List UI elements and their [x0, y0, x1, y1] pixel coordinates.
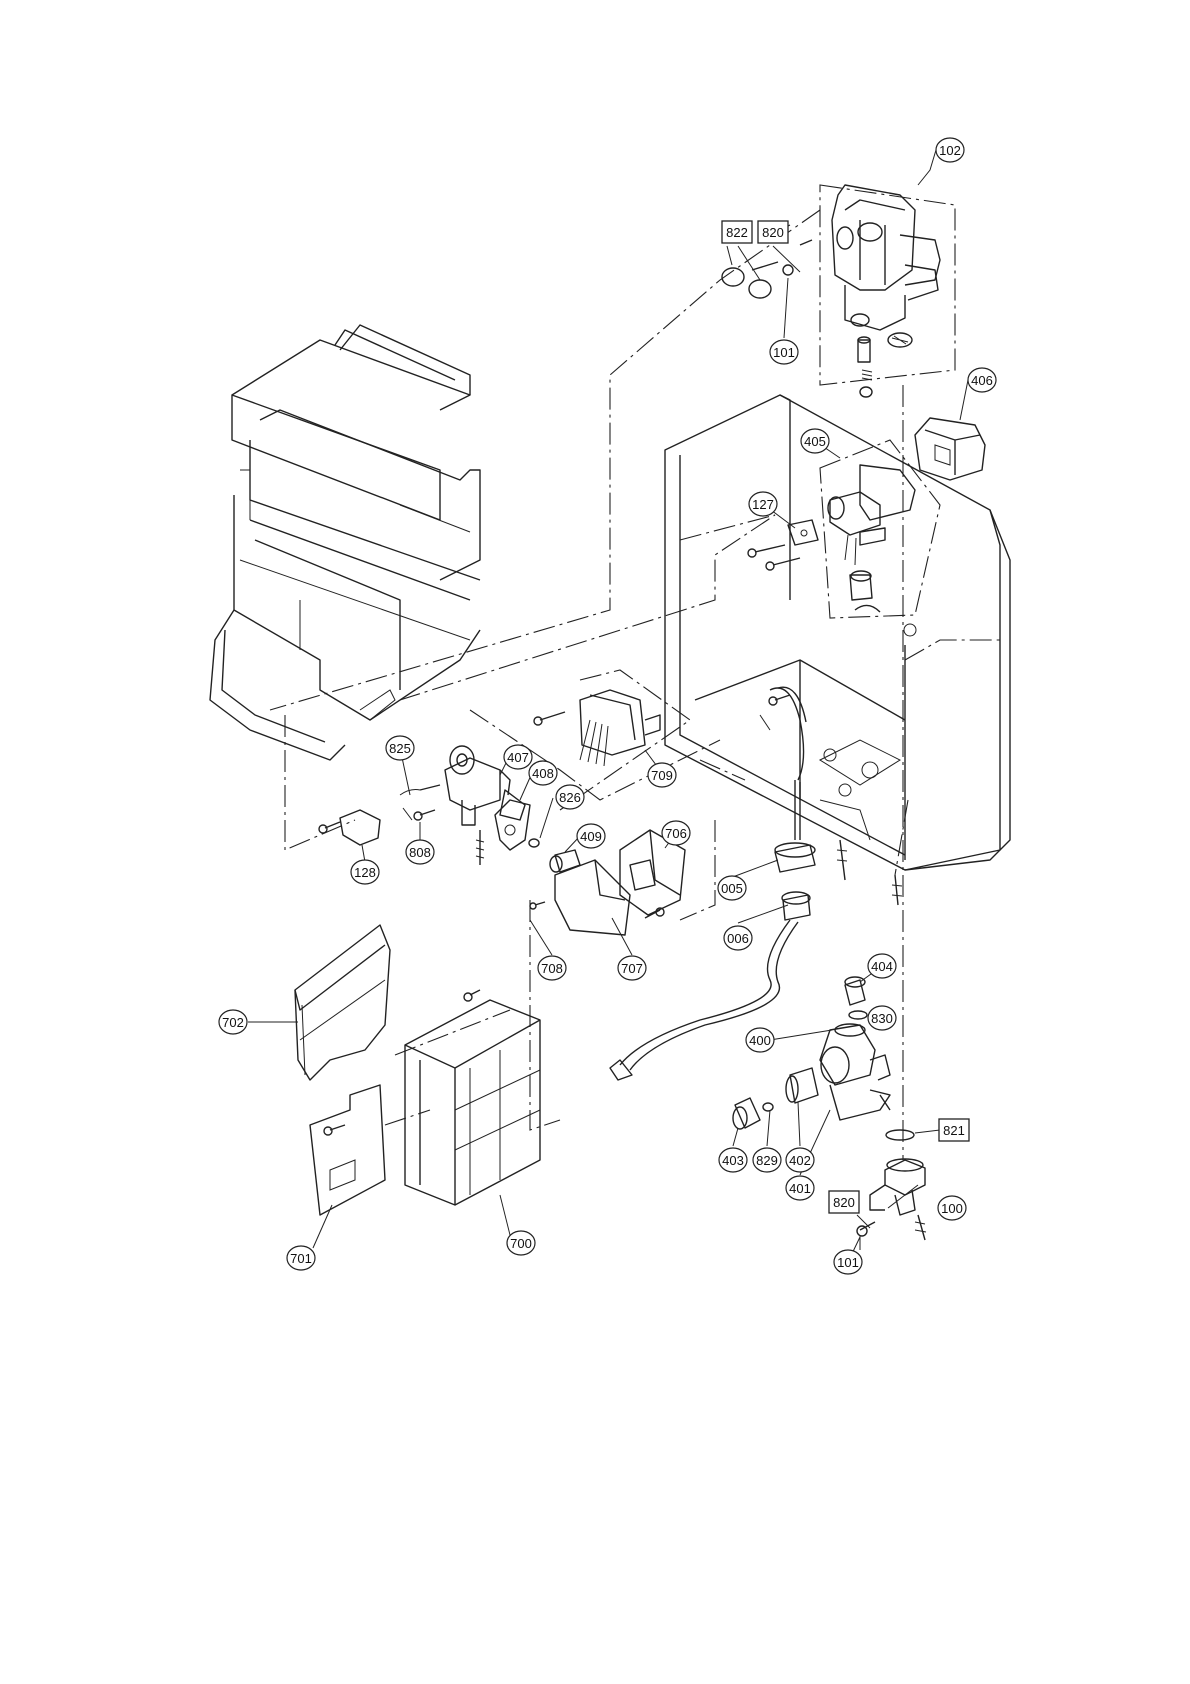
callout-label: 406: [971, 373, 993, 388]
panel-702: [295, 925, 390, 1080]
callout-label: 005: [721, 881, 743, 896]
callout-006: 006: [724, 926, 752, 950]
callout-400: 400: [746, 1028, 774, 1052]
callout-825: 825: [386, 736, 414, 760]
callout-005: 005: [718, 876, 746, 900]
bracket-127: [748, 520, 818, 570]
gas-valve-405: [820, 440, 940, 618]
callout-100: 100: [938, 1196, 966, 1220]
leader-lines: [248, 150, 968, 1262]
parts-408-409: [495, 800, 580, 872]
callout-label: 820: [762, 225, 784, 240]
callout-label: 403: [722, 1153, 744, 1168]
callout-label: 408: [532, 766, 554, 781]
callout-label: 825: [389, 741, 411, 756]
valve-406: [915, 418, 985, 480]
callout-label: 706: [665, 826, 687, 841]
callout-401: 401: [786, 1176, 814, 1200]
callout-label: 701: [290, 1251, 312, 1266]
callout-408: 408: [529, 761, 557, 785]
fitting-100: [857, 1159, 926, 1250]
callout-128: 128: [351, 860, 379, 884]
callout-label: 102: [939, 143, 961, 158]
callout-label: 708: [541, 961, 563, 976]
callout-label: 101: [773, 345, 795, 360]
case-700: [405, 990, 540, 1205]
callout-label: 822: [726, 225, 748, 240]
transformer-709: [534, 690, 660, 766]
callout-709: 709: [648, 763, 676, 787]
callout-127: 127: [749, 492, 777, 516]
callout-label: 127: [752, 497, 774, 512]
valve-assembly-102: [820, 185, 955, 397]
callout-101: 101: [834, 1250, 862, 1274]
callout-label: 702: [222, 1015, 244, 1030]
cover-701: [310, 1085, 385, 1215]
water-inlet-assembly: [733, 977, 914, 1140]
callout-820: 820: [758, 221, 788, 243]
callout-826: 826: [556, 785, 584, 809]
callout-label: 401: [789, 1181, 811, 1196]
callout-830: 830: [868, 1006, 896, 1030]
parts-128-808: [319, 808, 435, 845]
callout-label: 006: [727, 931, 749, 946]
callout-405: 405: [801, 429, 829, 453]
callout-404: 404: [868, 954, 896, 978]
callout-label: 820: [833, 1195, 855, 1210]
callout-label: 400: [749, 1033, 771, 1048]
callout-label: 409: [580, 829, 602, 844]
callout-label: 826: [559, 790, 581, 805]
callout-708: 708: [538, 956, 566, 980]
callout-406: 406: [968, 368, 996, 392]
callout-707: 707: [618, 956, 646, 980]
callout-label: 709: [651, 768, 673, 783]
callout-label: 405: [804, 434, 826, 449]
callout-808: 808: [406, 840, 434, 864]
callout-700: 700: [507, 1231, 535, 1255]
callout-label: 128: [354, 865, 376, 880]
callout-label: 407: [507, 750, 529, 765]
callout-402: 402: [786, 1148, 814, 1172]
callout-label: 707: [621, 961, 643, 976]
callout-407: 407: [504, 745, 532, 769]
callout-821: 821: [939, 1119, 969, 1141]
callout-403: 403: [719, 1148, 747, 1172]
cabinet-body: [665, 395, 1010, 870]
callout-706: 706: [662, 821, 690, 845]
callout-label: 100: [941, 1201, 963, 1216]
callout-101: 101: [770, 340, 798, 364]
callout-label: 404: [871, 959, 893, 974]
callout-label: 821: [943, 1123, 965, 1138]
callout-label: 402: [789, 1153, 811, 1168]
callout-702: 702: [219, 1010, 247, 1034]
callout-829: 829: [753, 1148, 781, 1172]
callout-701: 701: [287, 1246, 315, 1270]
callout-label: 700: [510, 1236, 532, 1251]
callout-label: 808: [409, 845, 431, 860]
callout-822: 822: [722, 221, 752, 243]
callout-409: 409: [577, 824, 605, 848]
callout-820: 820: [829, 1191, 859, 1213]
callout-102: 102: [936, 138, 964, 162]
callout-label: 829: [756, 1153, 778, 1168]
heat-exchanger: [210, 325, 480, 760]
callout-label: 830: [871, 1011, 893, 1026]
callout-label: 101: [837, 1255, 859, 1270]
